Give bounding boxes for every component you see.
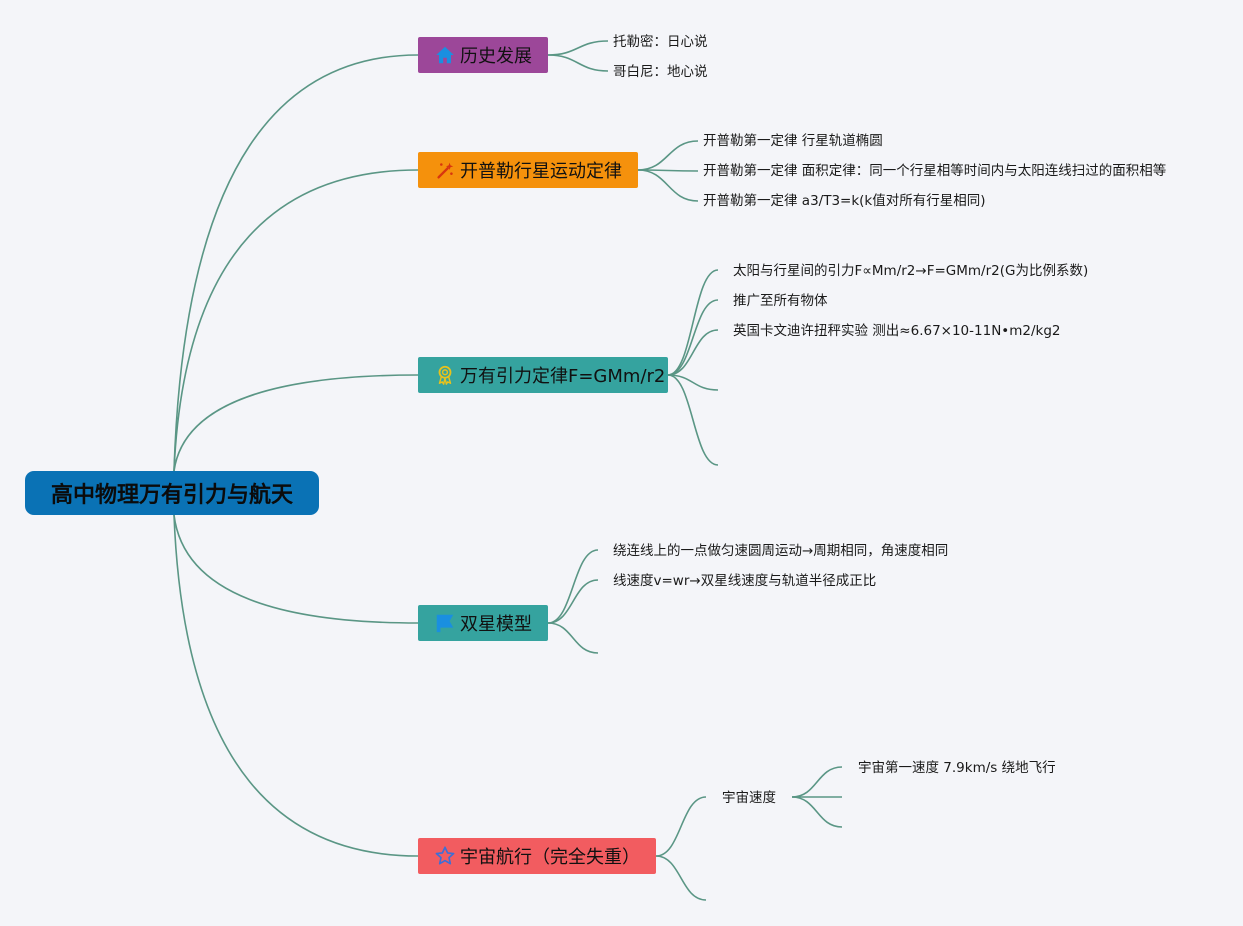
house-icon <box>434 44 456 66</box>
kepler-item-2[interactable]: 开普勒第一定律 面积定律：同一个行星相等时间内与太阳连线扫过的面积相等 <box>703 163 1167 179</box>
cosmic-velocity-topic[interactable]: 宇宙速度 <box>722 790 776 806</box>
connector-root-gravity <box>173 374 419 472</box>
kepler-item-1[interactable]: 开普勒第一定律 行星轨道椭圆 <box>703 133 883 149</box>
root-topic[interactable]: 高中物理万有引力与航天 <box>25 471 319 515</box>
gravity-item-1[interactable]: 太阳与行星间的引力F∝Mm/r2→F=GMm/r2(G为比例系数) <box>733 263 1089 279</box>
binary-item-1[interactable]: 绕连线上的一点做匀速圆周运动→周期相同，角速度相同 <box>613 543 949 559</box>
history-item-1[interactable]: 托勒密：日心说 <box>613 34 708 50</box>
connector-binary-2 <box>547 579 599 624</box>
branch-history[interactable]: 历史发展 <box>418 37 548 73</box>
connector-history-1 <box>547 40 609 56</box>
connector-binary-3 <box>547 622 599 654</box>
connector-root-kepler <box>173 169 419 472</box>
connector-root-binary <box>173 514 419 624</box>
cosmic-velocity-item-1[interactable]: 宇宙第一速度 7.9km/s 绕地飞行 <box>858 760 1056 776</box>
star-icon <box>434 845 456 867</box>
branch-gravity[interactable]: 万有引力定律F=GMm/r2 <box>418 357 668 393</box>
branch-kepler[interactable]: 开普勒行星运动定律 <box>418 152 638 188</box>
magic-wand-icon <box>434 159 456 181</box>
root-topic-label: 高中物理万有引力与航天 <box>50 483 293 508</box>
branch-history-label: 历史发展 <box>460 46 532 67</box>
connector-gravity-4 <box>667 374 719 391</box>
connector-kepler-1 <box>637 140 699 171</box>
connector-kepler-3 <box>637 169 699 202</box>
kepler-item-3[interactable]: 开普勒第一定律 a3/T3=k(k值对所有行星相同) <box>703 193 986 209</box>
binary-item-2[interactable]: 线速度v=wr→双星线速度与轨道半径成正比 <box>613 573 877 589</box>
connector-gravity-1 <box>667 269 719 376</box>
connector-gravity-3 <box>667 329 719 376</box>
connector-gravity-2 <box>667 299 719 376</box>
medal-icon <box>434 364 456 386</box>
branch-binary-star[interactable]: 双星模型 <box>418 605 548 641</box>
connector-root-history <box>173 54 419 472</box>
connector-root-space <box>173 514 419 857</box>
flag-icon <box>434 612 456 634</box>
gravity-item-3[interactable]: 英国卡文迪许扭秤实验 测出≈6.67×10-11N•m2/kg2 <box>733 323 1061 339</box>
branch-binary-label: 双星模型 <box>460 614 532 635</box>
connector-gravity-5 <box>667 374 719 466</box>
branch-space-label: 宇宙航行（完全失重） <box>460 847 640 868</box>
branch-kepler-label: 开普勒行星运动定律 <box>460 161 622 182</box>
connector-velocity-1 <box>791 766 843 798</box>
connector-binary-1 <box>547 549 599 624</box>
branch-space-flight[interactable]: 宇宙航行（完全失重） <box>418 838 656 874</box>
connector-velocity-3 <box>791 796 843 828</box>
connector-space-2 <box>655 855 707 901</box>
branch-gravity-label: 万有引力定律F=GMm/r2 <box>460 366 666 387</box>
connector-space-1 <box>655 796 707 857</box>
history-item-2[interactable]: 哥白尼：地心说 <box>613 64 708 80</box>
connector-history-2 <box>547 54 609 72</box>
gravity-item-2[interactable]: 推广至所有物体 <box>733 293 828 309</box>
